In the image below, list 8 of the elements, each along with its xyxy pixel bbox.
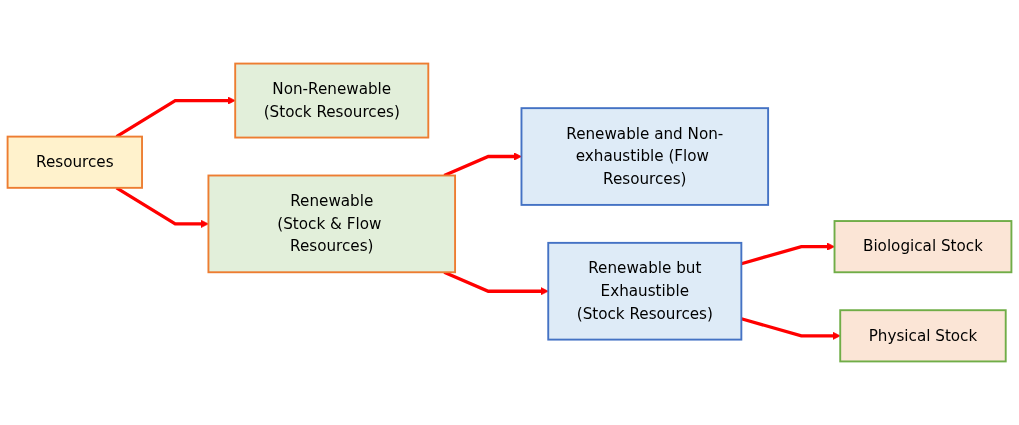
node-box: Non-Renewable (Stock Resources) xyxy=(234,62,430,139)
node-box: Renewable (Stock & Flow Resources) xyxy=(207,174,456,274)
node-box: Physical Stock xyxy=(839,309,1007,363)
node-box: Renewable and Non-exhaustible (Flow Resources) xyxy=(520,107,770,206)
node-box: Biological Stock xyxy=(833,220,1013,274)
node-box: Resources xyxy=(6,135,143,189)
arrow xyxy=(115,186,209,229)
node-box: Renewable but Exhaustible (Stock Resources) xyxy=(547,241,743,341)
